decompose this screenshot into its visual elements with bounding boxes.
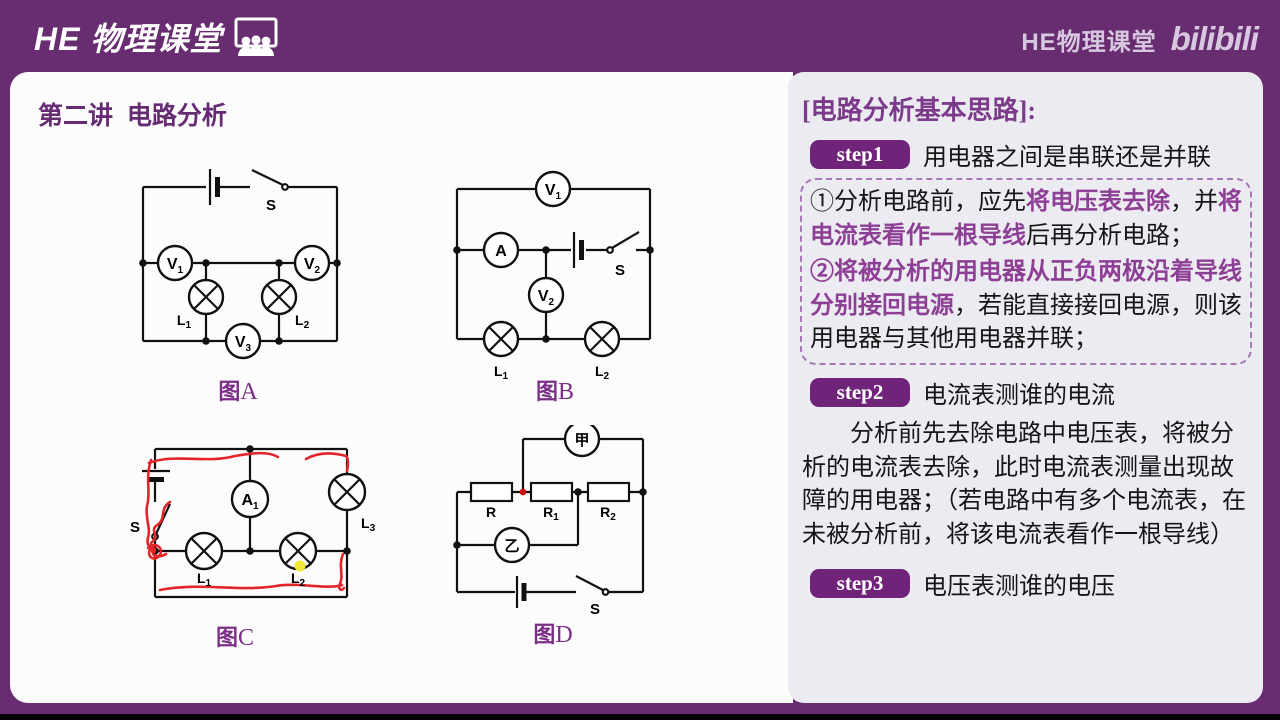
resistor-r1 (529, 481, 574, 503)
junction-nodes (139, 259, 341, 345)
meter-jia (563, 425, 601, 458)
watermark-channel-text: HE物理课堂 (1021, 28, 1157, 56)
battery-icon (515, 576, 527, 608)
lamp-l3-label: L3 (361, 515, 376, 534)
resistor-r (469, 481, 514, 503)
left-content-card (10, 72, 793, 703)
junction-nodes (453, 488, 647, 549)
ammeter-a-label: A (495, 243, 507, 260)
red-pen-annotation (145, 451, 350, 592)
voltmeter-v2 (527, 276, 565, 314)
battery-icon (572, 232, 584, 268)
channel-logo-text: HE 物理课堂 (34, 21, 223, 57)
note-paragraph-2: ②将被分析的用电器从正负两极沿着导线分别接回电源，若能直接接回电源，则该用电器与… (810, 259, 1242, 353)
step3-badge: step3 (810, 569, 910, 599)
voltmeter-v2-label: V2 (538, 288, 555, 308)
voltmeter-v1-label: V1 (545, 182, 562, 202)
caption-figure-b: 图B (535, 379, 575, 405)
notes-panel: [电路分析基本思路]: step1 用电器之间是串联还是并联 ①分析电路前，应先… (788, 72, 1263, 703)
red-node (519, 488, 527, 496)
yellow-highlight-dot (294, 560, 306, 572)
step2-text: 电流表测谁的电流 (923, 382, 1115, 409)
switch-label: S (130, 519, 140, 536)
page-title: 第二讲 电路分析 (38, 102, 227, 130)
switch-icon (606, 231, 640, 254)
watermark: HE物理课堂 bilibili (1021, 20, 1259, 58)
channel-logo: HE 物理课堂 (34, 14, 280, 60)
step1-badge: step1 (810, 140, 910, 169)
circuit-diagram-b: S V1 A V2 L1 L2 (453, 170, 654, 382)
classroom-board-icon (234, 17, 278, 56)
circuit-diagram-a: S V1 V2 V3 L1 L2 (139, 169, 341, 360)
notes-panel-title: [电路分析基本思路]: (802, 96, 1036, 125)
note-paragraph-1: ①分析电路前，应先将电压表去除，并将电流表看作一根导线后再分析电路； (810, 189, 1242, 249)
meter-yi-label: 乙 (504, 538, 519, 555)
ammeter-a1-label: A1 (241, 492, 259, 512)
voltmeter-v1 (534, 170, 572, 208)
lamp-l1-label: L1 (494, 363, 509, 382)
step1-text: 用电器之间是串联还是并联 (923, 145, 1211, 171)
switch-label: S (266, 197, 276, 214)
switch-label: S (615, 262, 625, 279)
circuit-diagram-d: S 甲 乙 R R1 R2 (453, 425, 647, 618)
step3-row: step3 电压表测谁的电压 (810, 566, 1252, 601)
resistor-r2 (586, 481, 631, 503)
bilibili-logo: bilibili (1170, 20, 1259, 57)
voltmeter-v3 (224, 322, 262, 360)
lamp-l1 (187, 278, 225, 316)
caption-figure-d: 图D (533, 622, 573, 648)
voltmeter-v1-label: V1 (167, 256, 184, 276)
resistor-r2-label: R2 (600, 504, 616, 523)
voltmeter-v3-label: V3 (235, 334, 252, 354)
voltmeter-v2 (293, 244, 331, 282)
step2-row: step2 电流表测谁的电流 (810, 375, 1252, 410)
meter-jia-label: 甲 (574, 432, 589, 449)
circuit-diagram-c: S A1 L1 L2 L3 (130, 445, 376, 599)
step2-body-text: 分析前先去除电路中电压表，将被分析的电流表去除，此时电流表测量出现故障的用电器；… (802, 420, 1246, 548)
step2-badge: step2 (810, 377, 910, 407)
resistor-r1-label: R1 (543, 504, 559, 523)
resistor-r-label: R (486, 504, 496, 520)
caption-figure-c: 图C (215, 625, 255, 651)
lamp-l2-label: L2 (295, 312, 310, 331)
step3-text: 电压表测谁的电压 (923, 574, 1115, 601)
switch-label: S (590, 601, 600, 618)
lamp-l2-label: L2 (291, 570, 306, 589)
lamp-l1-label: L1 (177, 312, 192, 331)
note-box: ①分析电路前，应先将电压表去除，并将电流表看作一根导线后再分析电路； ②将被分析… (800, 178, 1252, 365)
ammeter-a1 (230, 479, 270, 519)
lamp-l1 (184, 531, 224, 571)
lamp-l1-label: L1 (197, 570, 212, 589)
caption-figure-a: 图A (218, 379, 258, 405)
lamp-l1 (482, 320, 520, 358)
ammeter-a (482, 231, 520, 269)
lamp-l2 (278, 531, 318, 571)
step1-row: step1 用电器之间是串联还是并联 (810, 137, 1252, 172)
meter-yi (493, 526, 531, 564)
junction-nodes (453, 246, 654, 343)
battery-icon (142, 469, 170, 482)
lamp-l2 (583, 320, 621, 358)
voltmeter-v2-label: V2 (304, 256, 321, 276)
battery-icon (208, 169, 220, 205)
switch-icon (251, 169, 289, 191)
voltmeter-v1 (156, 244, 194, 282)
switch-icon (575, 575, 610, 596)
lamp-l2-label: L2 (595, 363, 610, 382)
lamp-l2 (260, 278, 298, 316)
lamp-l3 (327, 472, 367, 512)
